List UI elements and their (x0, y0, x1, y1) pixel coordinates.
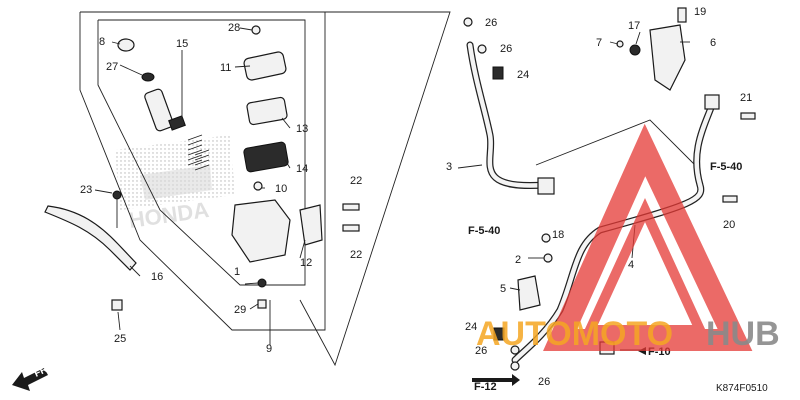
label-part-4: 4 (628, 259, 634, 271)
part-6-bracket (649, 24, 686, 91)
part-22-bolt-a (342, 203, 360, 211)
part-26-washer-a (463, 17, 473, 27)
part-13-plate (246, 96, 288, 126)
label-part-12: 12 (300, 257, 312, 269)
label-part-14: 14 (296, 163, 308, 175)
part-5-clamp (517, 275, 541, 311)
ref-f-5-40-right: F-5-40 (710, 161, 742, 173)
part-16-lever (44, 205, 137, 271)
label-part-6: 6 (710, 37, 716, 49)
part-29-bolt (257, 299, 267, 309)
label-part-13: 13 (296, 123, 308, 135)
label-part-22b: 22 (350, 249, 362, 261)
label-part-1: 1 (234, 266, 240, 278)
label-part-26b: 26 (500, 43, 512, 55)
part-24-bolt-b (493, 327, 505, 341)
label-part-10: 10 (275, 183, 287, 195)
brake-lever (44, 190, 137, 311)
label-part-24a: 24 (517, 69, 529, 81)
hose-fitting-b (704, 94, 720, 110)
warning-triangles-icon (543, 123, 753, 351)
part-19-bolt (677, 7, 687, 23)
leader-lines (94, 27, 690, 351)
part-17-grommet (629, 44, 641, 56)
label-part-26a: 26 (485, 17, 497, 29)
label-part-20: 20 (723, 219, 735, 231)
label-part-16: 16 (151, 271, 163, 283)
label-part-5: 5 (500, 283, 506, 295)
label-part-22a: 22 (350, 175, 362, 187)
part-9-master-cylinder (231, 199, 291, 263)
part-2-bolt (543, 253, 553, 263)
watermark-brand-left: AUTOMOTO (476, 315, 673, 353)
honda-watermark-stripes: HONDA (115, 135, 235, 233)
label-part-3: 3 (446, 161, 452, 173)
part-28-screw (251, 25, 261, 35)
boundary-lines (79, 11, 701, 367)
fr-arrow-icon (12, 368, 48, 391)
label-part-25: 25 (114, 333, 126, 345)
label-part-28: 28 (228, 22, 240, 34)
label-part-21: 21 (740, 92, 752, 104)
arrow-f-12-icon (472, 374, 520, 386)
part-15-piston (144, 88, 174, 132)
part-12-clamp (299, 204, 323, 246)
part-26-washer-d (510, 361, 520, 371)
ref-f-12: F-12 (474, 381, 497, 393)
part-11-lid (243, 51, 287, 81)
label-part-26c: 26 (475, 345, 487, 357)
fr-label: FR. (33, 363, 52, 380)
label-part-23: 23 (80, 184, 92, 196)
label-part-24b: 24 (465, 321, 477, 333)
part-21-bolt (740, 112, 756, 120)
automotohub-watermark: AUTOMOTO HUB (476, 123, 780, 353)
part-27-ring (141, 72, 155, 82)
front-direction-indicator: FR. (12, 363, 52, 391)
watermark-brand-right: HUB (706, 315, 780, 353)
part-25-nut (111, 299, 123, 311)
label-part-9: 9 (266, 343, 272, 355)
part-20-bolt (722, 195, 738, 203)
part-number-labels: 1 2 3 4 5 6 7 8 9 10 11 12 13 14 15 16 1… (80, 6, 752, 388)
label-part-11: 11 (220, 62, 231, 74)
label-part-17: 17 (628, 20, 640, 32)
part-26-washer-c (510, 345, 520, 355)
label-part-15: 15 (176, 38, 188, 50)
part-10-clip (253, 181, 263, 191)
part-23-bolt (112, 190, 122, 200)
label-part-19: 19 (694, 6, 706, 18)
label-part-8: 8 (99, 36, 105, 48)
master-cylinder-parts (117, 25, 360, 309)
label-part-2: 2 (515, 254, 521, 266)
label-part-27: 27 (106, 61, 118, 73)
part-24-bolt-a (492, 66, 504, 80)
part-18-bolt (541, 233, 551, 243)
part-8-cap (117, 38, 135, 52)
section-references: F-5-40 F-5-40 F-10 F-12 (468, 161, 742, 393)
label-part-7: 7 (596, 37, 602, 49)
diagram-code: K874F0510 (716, 383, 768, 394)
part-22-bolt-b (342, 224, 360, 232)
part-15-spring (187, 134, 210, 171)
part-26-washer-b (477, 44, 487, 54)
ref-f-5-40-left: F-5-40 (468, 225, 500, 237)
hose-fitting-a (537, 177, 555, 195)
part-1-screw (257, 278, 267, 288)
label-part-18: 18 (552, 229, 564, 241)
label-part-26d: 26 (538, 376, 550, 388)
part-14-diaphragm (243, 141, 289, 173)
label-part-29: 29 (234, 304, 246, 316)
